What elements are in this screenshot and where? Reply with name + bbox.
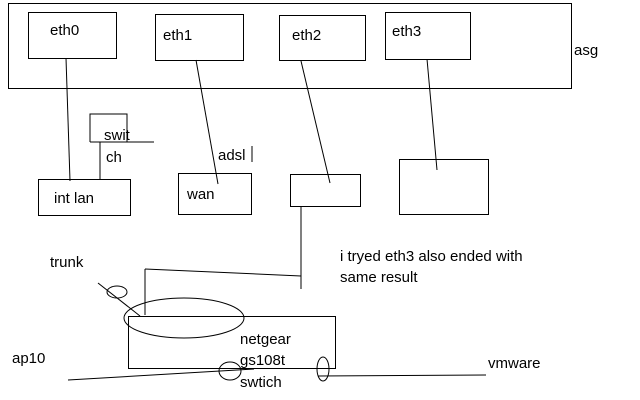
eth3-label: eth3 xyxy=(392,23,422,40)
note-line2: same result xyxy=(340,269,418,286)
eth1-link-line xyxy=(195,59,219,185)
eth2-box xyxy=(279,15,366,61)
asg-box xyxy=(8,3,572,89)
netgear-label-line3: swtich xyxy=(240,374,282,391)
switch-label-line1: swit xyxy=(104,127,130,144)
int-lan-label: int lan xyxy=(54,190,95,207)
wan-label: wan xyxy=(187,186,215,203)
note-line1: i tryed eth3 also ended with xyxy=(340,248,523,265)
trunk-pointer-line xyxy=(97,282,141,317)
eth0-box xyxy=(28,12,117,59)
vmware-port-ellipse xyxy=(316,356,330,382)
eth1-label: eth1 xyxy=(163,27,193,44)
trunk-large-ellipse xyxy=(123,297,245,339)
adsl-label: adsl xyxy=(218,147,246,164)
netgear-switch-box xyxy=(128,316,336,369)
ap10-link-line xyxy=(67,368,255,381)
ap10-port-ellipse xyxy=(218,361,242,381)
vmware-label: vmware xyxy=(488,355,541,372)
netgear-label-line2: gs108t xyxy=(240,352,286,369)
asg-label: asg xyxy=(574,42,599,59)
eth2-label: eth2 xyxy=(292,27,322,44)
vmware-link-line xyxy=(317,374,487,377)
trunk-horizontal-line xyxy=(144,268,302,277)
wan-box xyxy=(178,173,252,215)
netgear-label-line1: netgear xyxy=(240,331,291,348)
ap10-label: ap10 xyxy=(12,350,46,367)
eth2-link-line xyxy=(300,60,331,184)
eth2-target-box xyxy=(290,174,361,207)
eth3-box xyxy=(385,12,471,60)
int-lan-box xyxy=(38,179,131,216)
eth3-link-line xyxy=(426,58,438,171)
eth0-link-line xyxy=(65,57,71,182)
switch-label-line2: ch xyxy=(106,149,122,166)
switch-sketch-box xyxy=(89,113,128,142)
eth0-label: eth0 xyxy=(50,22,80,39)
trunk-small-ellipse xyxy=(106,285,128,299)
eth3-target-box xyxy=(399,159,489,215)
eth1-box xyxy=(155,14,244,61)
trunk-label: trunk xyxy=(50,254,84,271)
